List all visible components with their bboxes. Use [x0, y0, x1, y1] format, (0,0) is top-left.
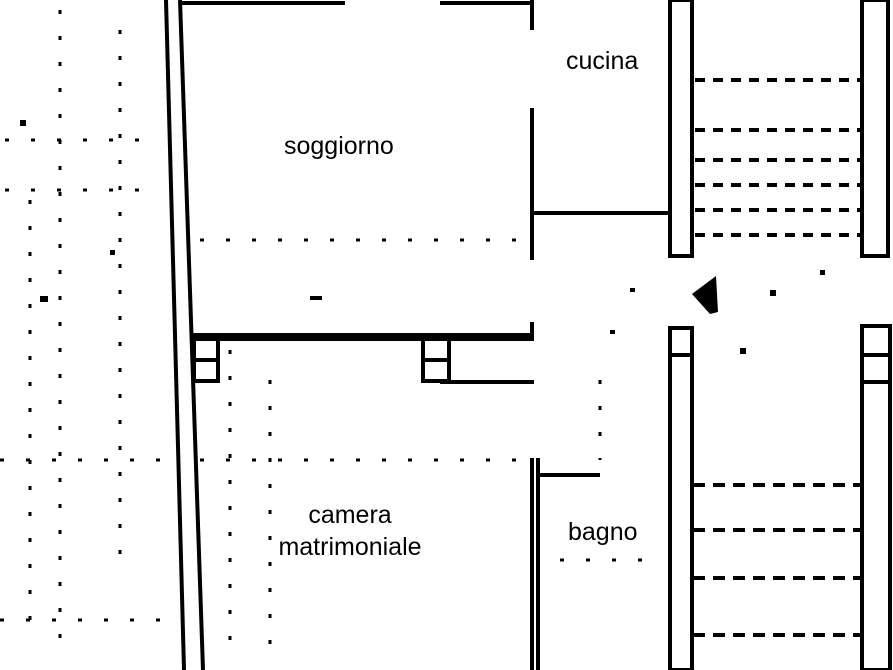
- stair-hatching-upper: [695, 78, 860, 237]
- room-label-cucina: cucina: [566, 47, 639, 75]
- scan-specks: [20, 120, 825, 354]
- corridor-walls: [668, 0, 892, 670]
- scan-noise: [0, 10, 660, 660]
- room-label-bagno: bagno: [568, 518, 638, 546]
- room-label-matrimoniale: matrimoniale: [278, 533, 422, 561]
- stair-hatching-lower: [693, 483, 862, 637]
- left-wall-outer: [164, 0, 186, 670]
- entrance-arrow-icon: [692, 276, 718, 314]
- room-label-camera-matrimoniale: camera matrimoniale: [265, 499, 435, 563]
- room-label-soggiorno: soggiorno: [284, 132, 394, 160]
- walls: [164, 0, 672, 670]
- room-label-camera: camera: [308, 501, 392, 529]
- pillars: [192, 322, 534, 383]
